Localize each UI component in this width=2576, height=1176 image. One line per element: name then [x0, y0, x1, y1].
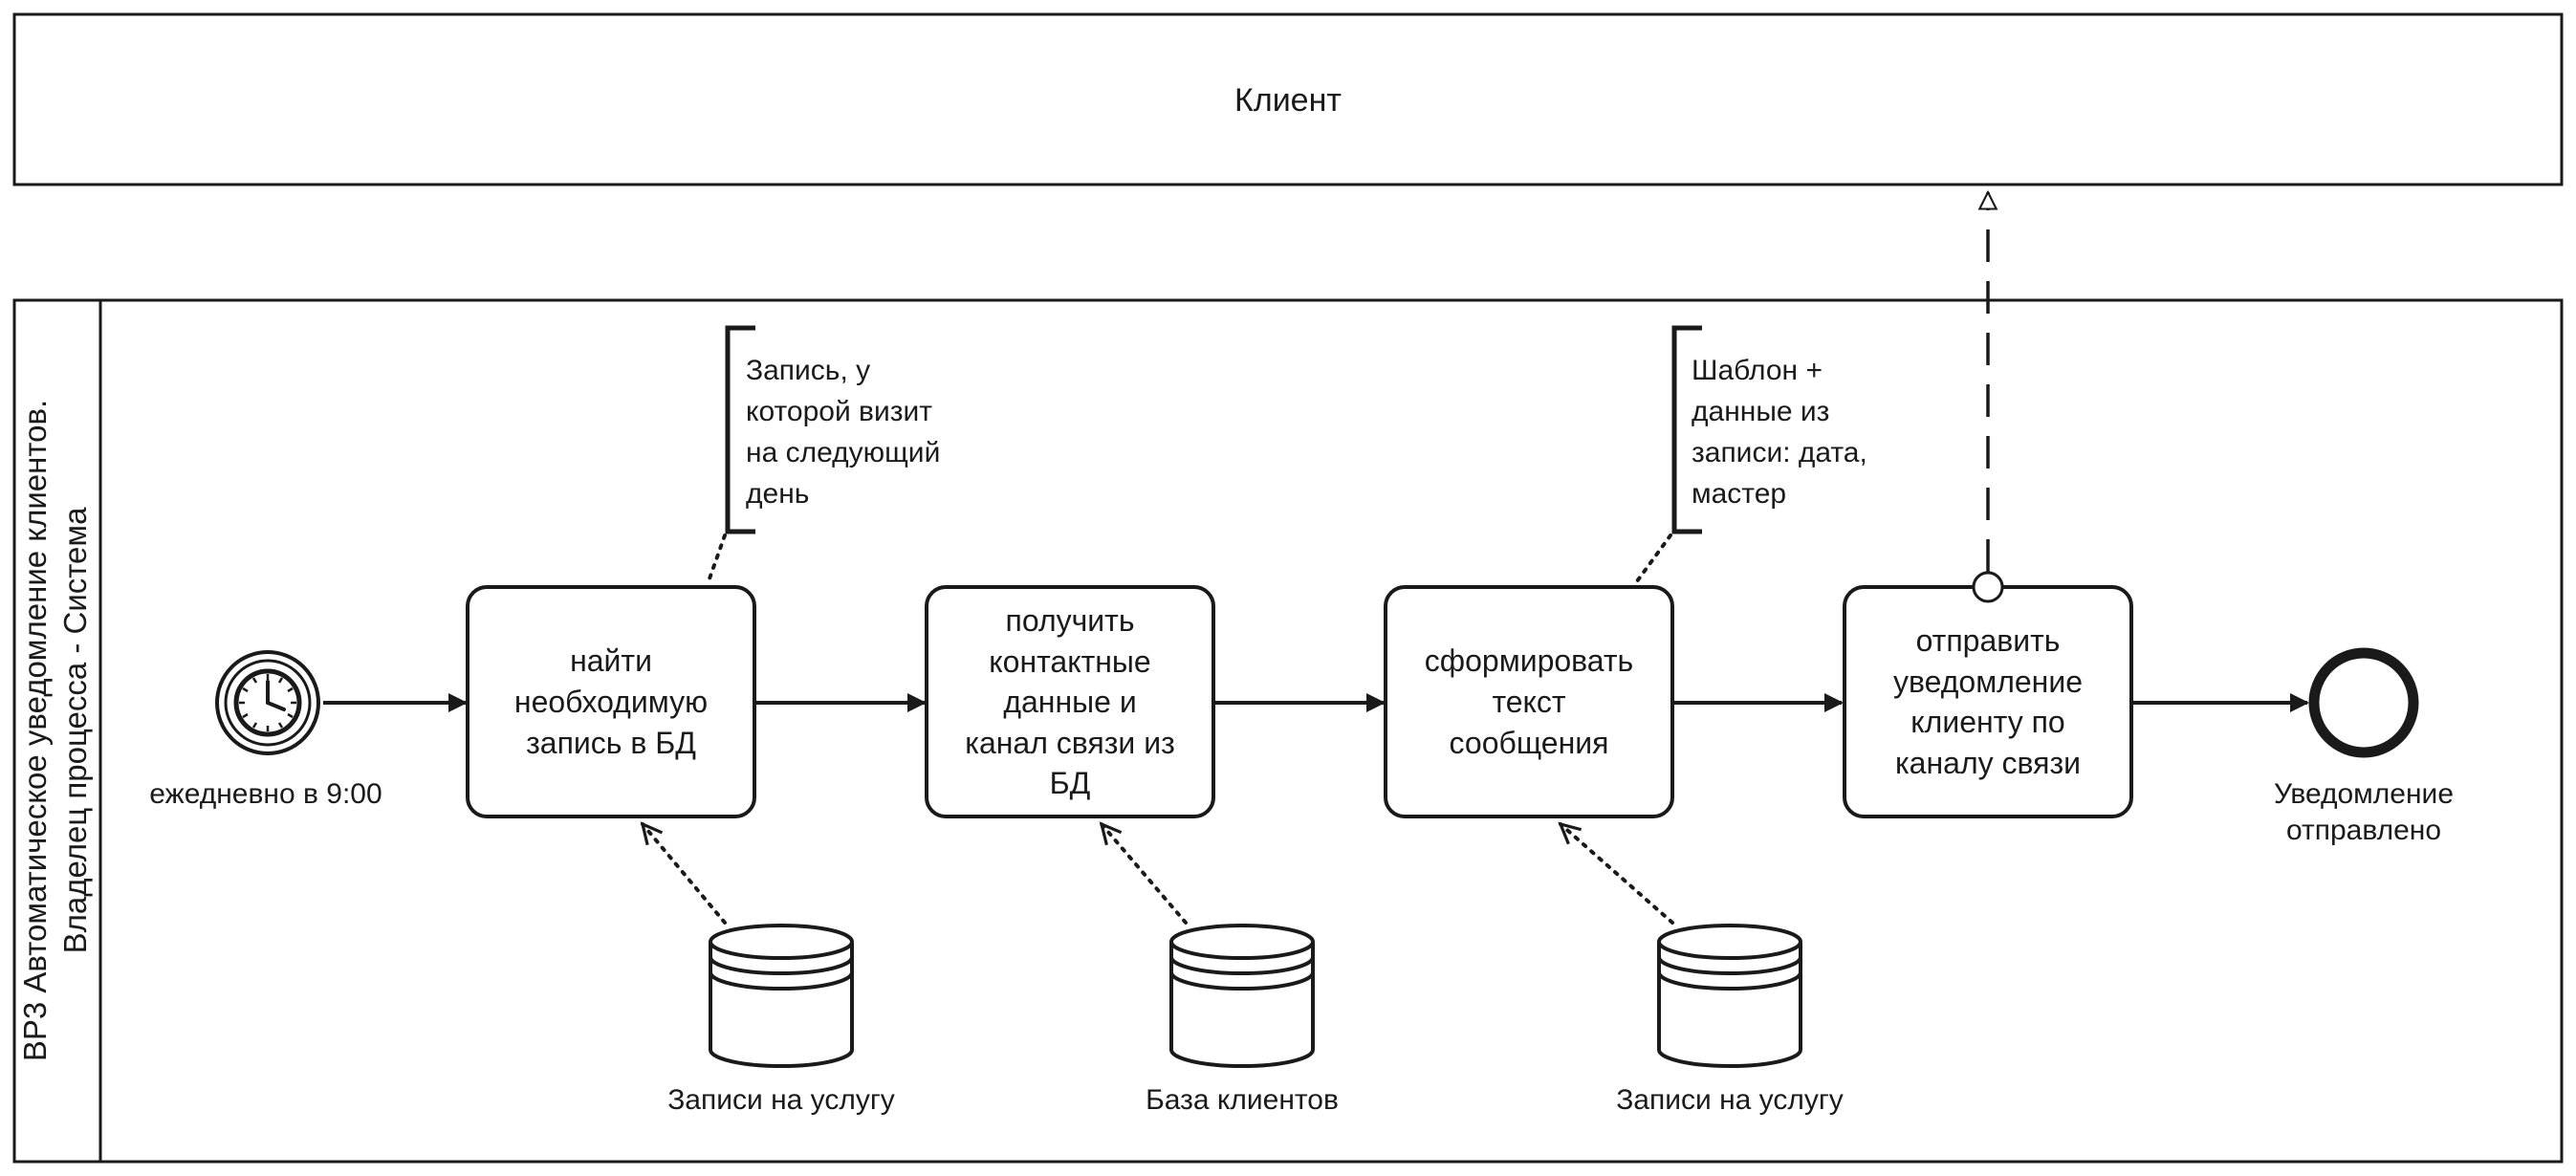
task-3-line-2: текст — [1492, 685, 1565, 719]
annotation-2-line-1: Шаблон + — [1692, 355, 1823, 386]
end-event[interactable]: Уведомление отправлено — [2274, 647, 2454, 846]
task-4-line-3: клиенту по — [1910, 705, 2064, 739]
data-association-store-3-to-task-3 — [1558, 821, 1674, 925]
task-1-line-1: найти — [570, 643, 652, 678]
annotation-template-data[interactable]: Шаблон + данные из записи: дата, мастер — [1635, 325, 1867, 583]
annotation-1-line-4: день — [746, 478, 809, 510]
task-compose-message[interactable]: сформировать текст сообщения — [1384, 585, 1674, 818]
pool-process-label-line-1: BP3 Автоматическое уведомление клиентов. — [17, 400, 53, 1061]
task-2-line-4: канал связи из — [965, 726, 1174, 760]
data-association-store-1-to-task-1 — [640, 821, 727, 925]
data-store-records-2[interactable]: Записи на услугу — [1616, 924, 1844, 1116]
pool-process-label-line-2: Владелец процесса - Система — [57, 507, 93, 953]
task-get-contact-data[interactable]: получить контактные данные и канал связи… — [925, 585, 1215, 818]
task-2-line-5: БД — [1050, 766, 1091, 800]
annotation-2-line-4: мастер — [1692, 478, 1786, 510]
data-store-2-label: База клиентов — [1146, 1084, 1339, 1116]
data-associations — [640, 821, 1674, 925]
pool-client-label: Клиент — [1234, 82, 1342, 119]
annotation-1-line-3: на следующий — [746, 437, 940, 468]
task-1-line-2: необходимую — [514, 685, 708, 719]
end-event-label-line-2: отправлено — [2286, 815, 2441, 846]
annotation-1-line-1: Запись, у — [746, 355, 870, 386]
annotation-1-association — [707, 534, 727, 583]
task-2-line-1: получить — [1006, 603, 1135, 638]
start-event-label: ежедневно в 9:00 — [149, 778, 382, 810]
annotation-1-line-2: которой визит — [746, 396, 932, 427]
data-store-clients[interactable]: База клиентов — [1146, 924, 1339, 1116]
task-4-line-1: отправить — [1916, 623, 2061, 658]
clock-icon — [233, 668, 302, 737]
task-4-line-2: уведомление — [1893, 664, 2083, 699]
task-1-line-3: запись в БД — [526, 726, 696, 760]
annotation-2-line-3: записи: дата, — [1692, 437, 1867, 468]
annotation-2-association — [1635, 534, 1672, 583]
task-find-record[interactable]: найти необходимую запись в БД — [466, 585, 756, 818]
data-store-1-label: Записи на услугу — [667, 1084, 895, 1116]
task-2-line-3: данные и — [1003, 685, 1136, 719]
task-4-line-4: каналу связи — [1895, 746, 2081, 780]
task-3-line-1: сформировать — [1425, 643, 1633, 678]
task-3-line-3: сообщения — [1450, 726, 1609, 760]
data-association-store-2-to-task-2 — [1099, 821, 1188, 925]
annotation-record-next-day[interactable]: Запись, у которой визит на следующий ден… — [707, 325, 940, 583]
message-flow-origin-circle — [1972, 571, 2004, 603]
annotation-2-line-2: данные из — [1692, 396, 1829, 427]
task-send-notification[interactable]: отправить уведомление клиенту по каналу … — [1843, 585, 2133, 818]
data-store-3-label: Записи на услугу — [1616, 1084, 1844, 1116]
start-event-timer[interactable]: ежедневно в 9:00 — [149, 650, 382, 810]
end-event-label-line-1: Уведомление — [2274, 778, 2454, 810]
task-2-line-2: контактные — [989, 644, 1150, 679]
data-store-records-1[interactable]: Записи на услугу — [667, 924, 895, 1116]
pool-client[interactable]: Клиент — [12, 12, 2564, 186]
